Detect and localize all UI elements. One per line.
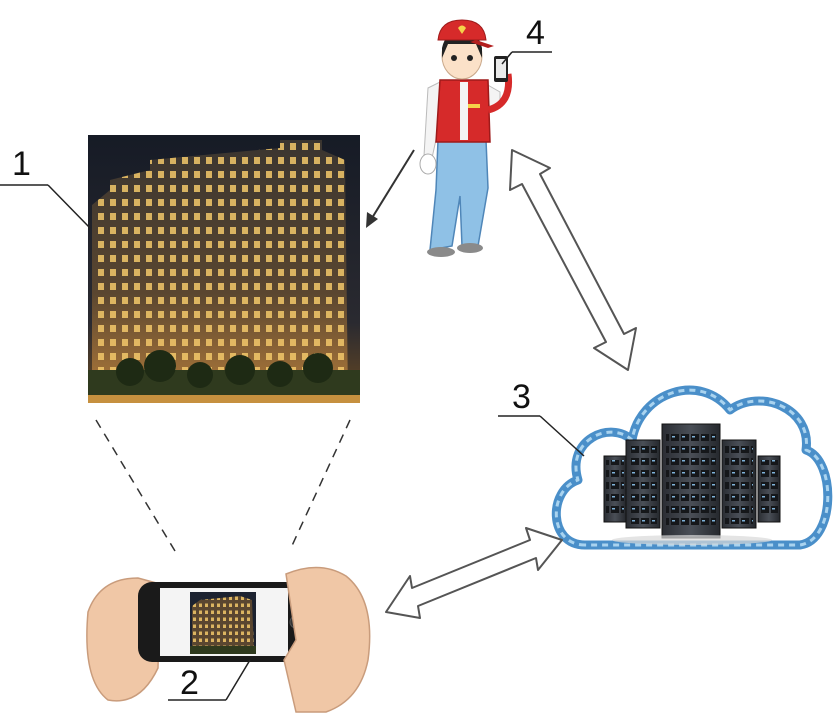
- label-4: 4: [526, 14, 545, 52]
- smartphone-in-hands: [86, 566, 371, 713]
- label-1-leader: [0, 184, 91, 229]
- label-2: 2: [180, 664, 199, 702]
- label-1: 1: [12, 145, 31, 183]
- cloud-server: [551, 385, 833, 550]
- worker-to-building-arrow: [366, 149, 415, 228]
- volunteer-worker: [419, 19, 513, 257]
- label-3: 3: [512, 378, 531, 416]
- label-3-leader: [498, 415, 585, 457]
- label-2-leader: [168, 659, 251, 701]
- building-photo: [88, 135, 360, 403]
- phone-screen-building-photo: [190, 592, 256, 654]
- capture-dashed-lines: [95, 419, 351, 557]
- worker-cloud-double-arrow: [509, 149, 637, 371]
- server-rack-group: [603, 423, 781, 545]
- label-4-leader: [501, 51, 552, 65]
- phone-cloud-double-arrow: [385, 527, 563, 619]
